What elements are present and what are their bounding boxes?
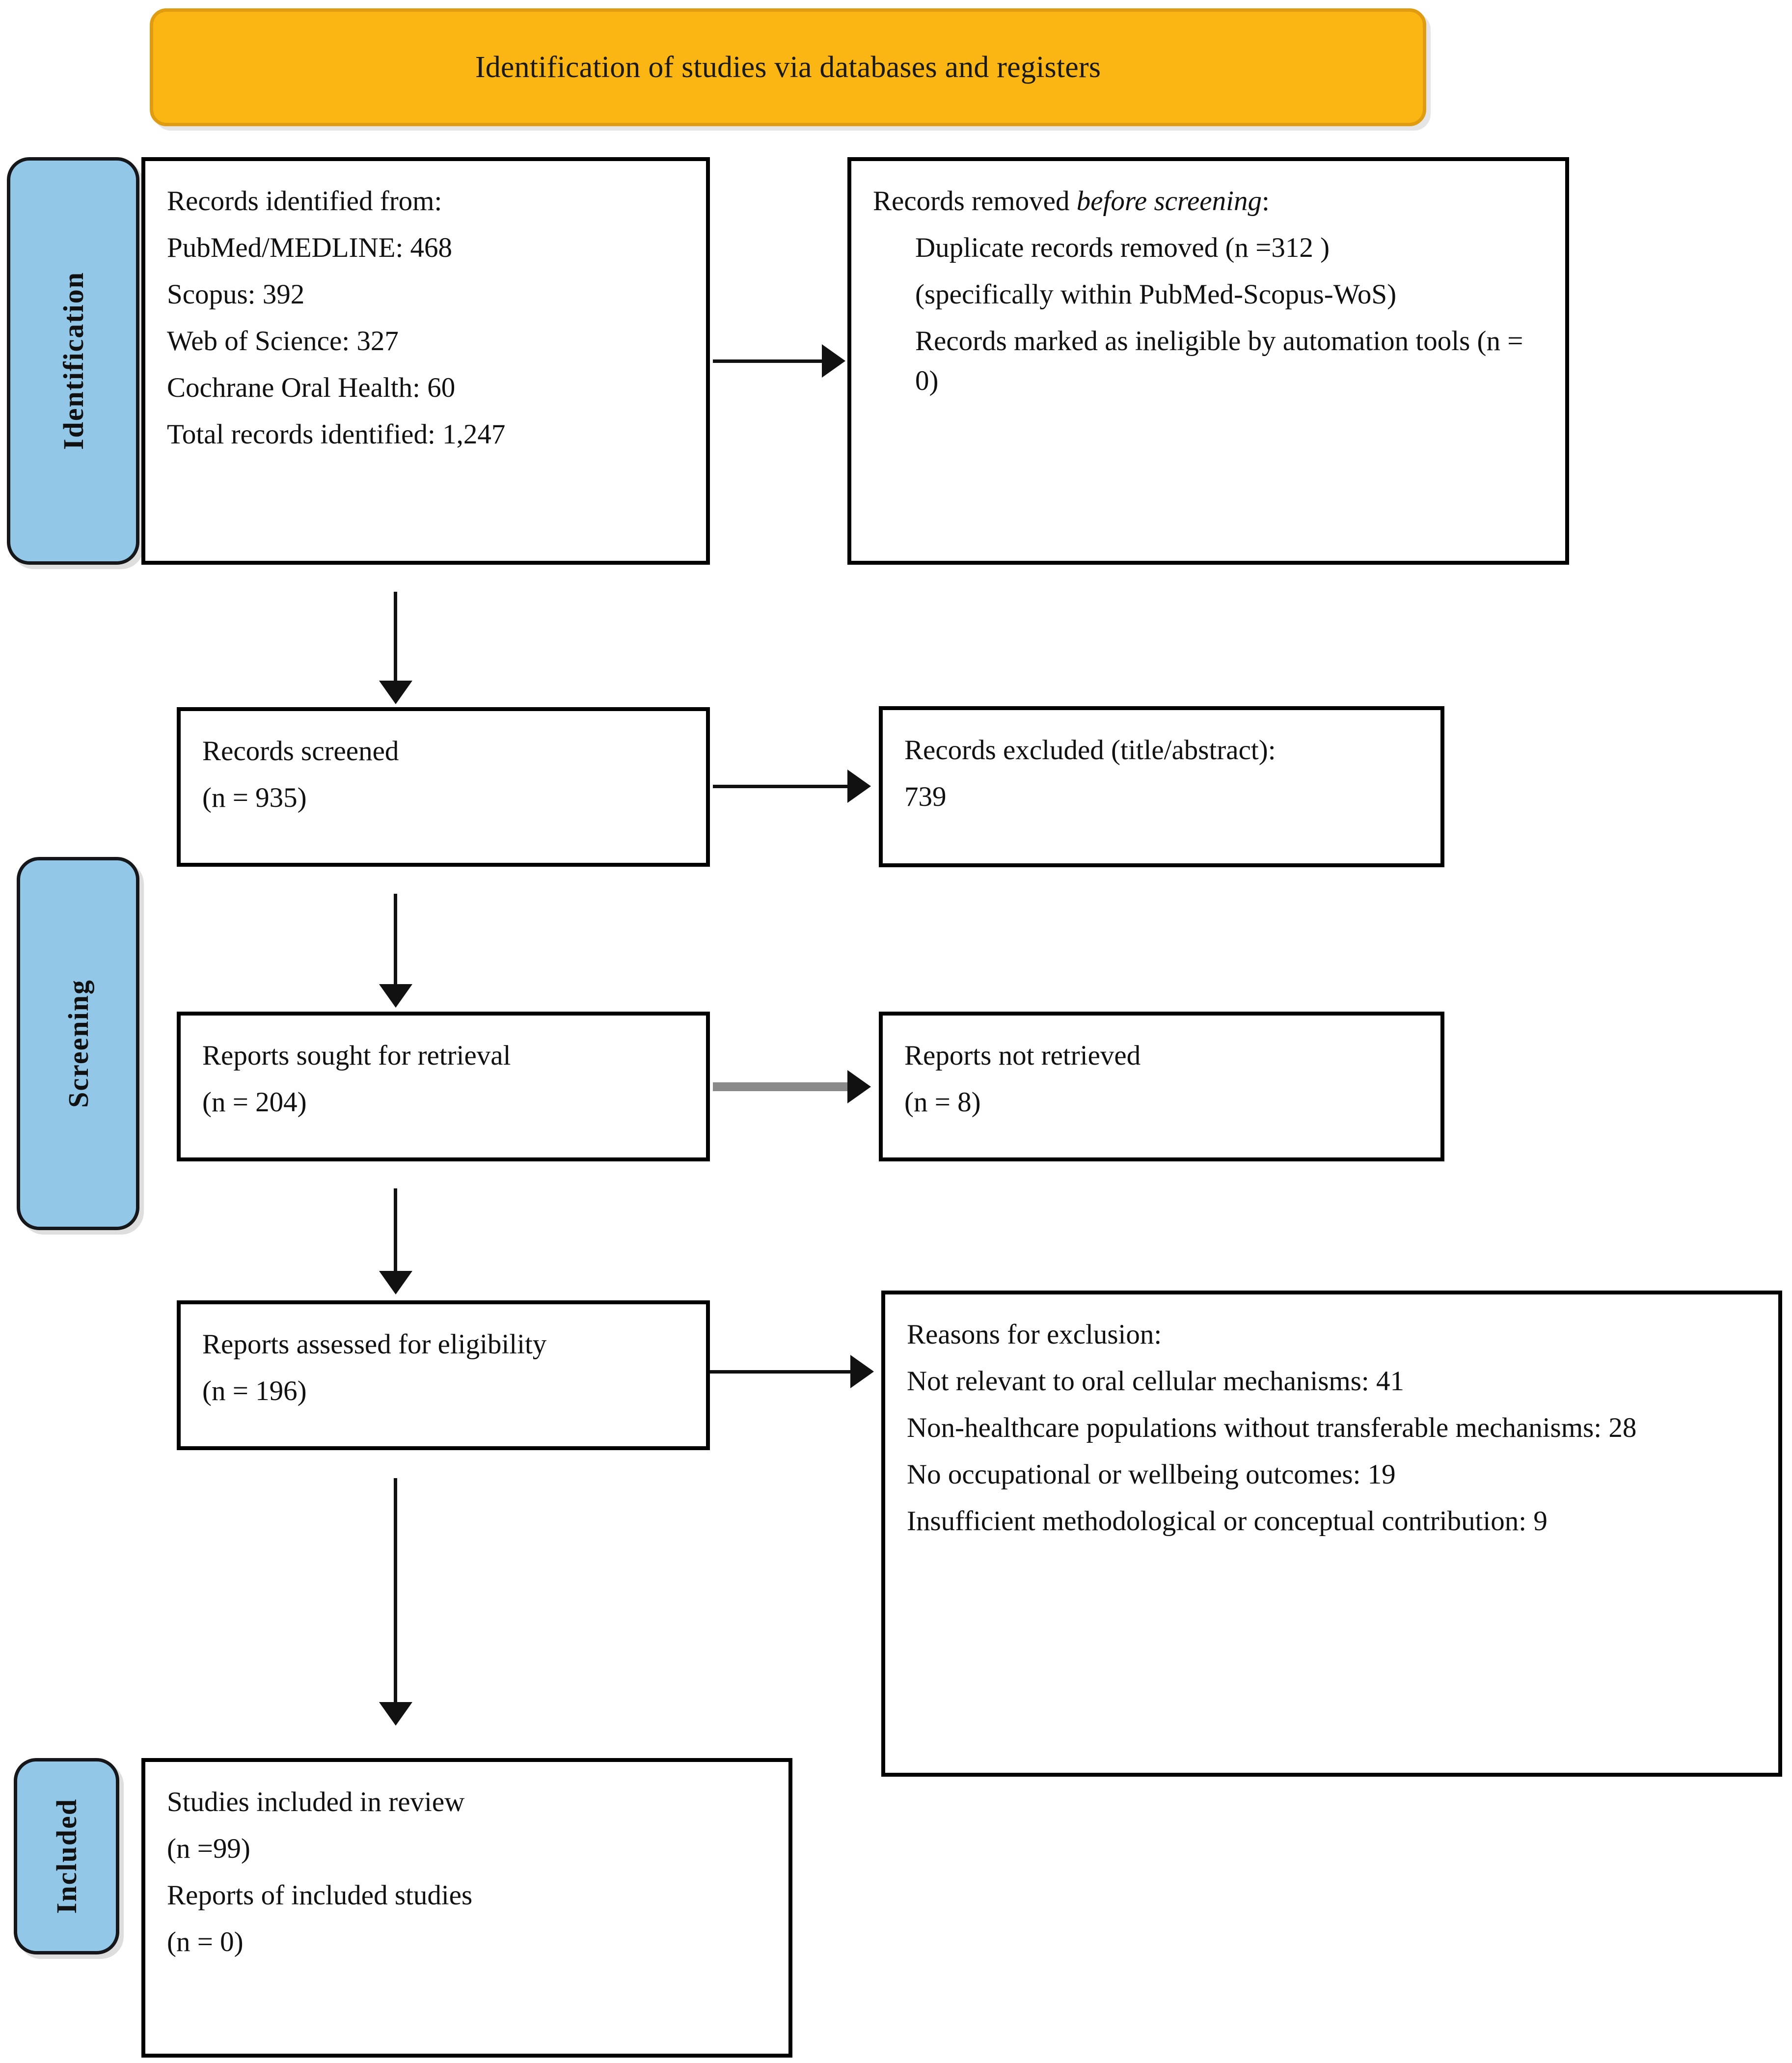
box-records-identified: Records identified from: PubMed/MEDLINE:… bbox=[141, 157, 710, 565]
reports-assessed-label: Reports assessed for eligibility bbox=[202, 1329, 547, 1360]
arrow-screened-to-excluded-head bbox=[847, 770, 871, 803]
records-identified-scopus: Scopus: 392 bbox=[167, 278, 305, 310]
box-reports-assessed: Reports assessed for eligibility (n = 19… bbox=[177, 1300, 710, 1450]
records-identified-pubmed: PubMed/MEDLINE: 468 bbox=[167, 232, 453, 263]
records-removed-heading-italic: before screening bbox=[1076, 186, 1262, 217]
arrow-assessed-to-included-head bbox=[379, 1702, 412, 1726]
arrow-screened-to-sought-shaft bbox=[394, 894, 397, 987]
identification-banner: Identification of studies via databases … bbox=[150, 8, 1426, 126]
records-removed-heading-prefix: Records removed bbox=[873, 186, 1077, 217]
records-excluded-count: 739 bbox=[904, 781, 947, 812]
banner-title: Identification of studies via databases … bbox=[475, 50, 1101, 84]
records-removed-sources: (specifically within PubMed-Scopus-WoS) bbox=[915, 278, 1397, 310]
reports-not-retrieved-label: Reports not retrieved bbox=[904, 1040, 1141, 1071]
phase-identification-text: Identification bbox=[57, 272, 89, 450]
arrow-screened-to-sought-head bbox=[379, 984, 412, 1008]
box-reports-sought: Reports sought for retrieval (n = 204) bbox=[177, 1012, 710, 1161]
records-excluded-label: Records excluded (title/abstract): bbox=[904, 735, 1276, 766]
studies-included-count: (n =99) bbox=[167, 1833, 250, 1864]
arrow-assessed-to-included-shaft bbox=[394, 1478, 397, 1704]
phase-included-text: Included bbox=[51, 1798, 82, 1914]
arrow-identified-to-removed-head bbox=[822, 344, 845, 378]
box-records-screened: Records screened (n = 935) bbox=[177, 707, 710, 867]
reports-included-count: (n = 0) bbox=[167, 1926, 244, 1957]
box-studies-included: Studies included in review (n =99) Repor… bbox=[141, 1758, 792, 2058]
arrow-sought-to-not-retrieved-shaft bbox=[713, 1082, 847, 1091]
reason-insufficient-methodology: Insufficient methodological or conceptua… bbox=[907, 1505, 1548, 1537]
phase-label-identification: Identification bbox=[7, 157, 139, 565]
records-identified-total: Total records identified: 1,247 bbox=[167, 418, 506, 450]
records-screened-count: (n = 935) bbox=[202, 782, 307, 813]
records-identified-wos: Web of Science: 327 bbox=[167, 325, 399, 357]
arrow-assessed-to-reasons-shaft bbox=[710, 1370, 850, 1374]
reason-no-outcomes: No occupational or wellbeing outcomes: 1… bbox=[907, 1458, 1396, 1490]
arrow-identified-to-screened-shaft bbox=[394, 592, 397, 685]
records-removed-duplicates: Duplicate records removed (n =312 ) bbox=[915, 232, 1330, 263]
reason-not-relevant: Not relevant to oral cellular mechanisms… bbox=[907, 1365, 1405, 1397]
records-removed-heading: Records removed before screening: bbox=[873, 182, 1544, 221]
box-records-removed: Records removed before screening: Duplic… bbox=[847, 157, 1569, 565]
records-identified-heading: Records identified from: bbox=[167, 186, 442, 217]
reports-not-retrieved-count: (n = 8) bbox=[904, 1086, 981, 1118]
arrow-sought-to-not-retrieved-head bbox=[847, 1070, 871, 1103]
arrow-assessed-to-reasons-head bbox=[850, 1355, 874, 1388]
arrow-identified-to-screened-head bbox=[379, 681, 412, 704]
reports-assessed-count: (n = 196) bbox=[202, 1375, 307, 1406]
reason-non-healthcare: Non-healthcare populations without trans… bbox=[907, 1412, 1637, 1443]
phase-label-included: Included bbox=[14, 1758, 119, 1954]
reports-sought-label: Reports sought for retrieval bbox=[202, 1040, 511, 1071]
studies-included-label: Studies included in review bbox=[167, 1787, 465, 1817]
records-removed-heading-suffix: : bbox=[1261, 186, 1270, 217]
reports-sought-count: (n = 204) bbox=[202, 1086, 307, 1118]
records-screened-label: Records screened bbox=[202, 736, 399, 767]
box-reasons-for-exclusion: Reasons for exclusion: Not relevant to o… bbox=[881, 1291, 1782, 1777]
arrow-screened-to-excluded-shaft bbox=[713, 785, 847, 788]
reasons-heading: Reasons for exclusion: bbox=[907, 1319, 1162, 1350]
records-identified-cochrane: Cochrane Oral Health: 60 bbox=[167, 372, 456, 403]
box-reports-not-retrieved: Reports not retrieved (n = 8) bbox=[879, 1012, 1444, 1161]
arrow-identified-to-removed-shaft bbox=[713, 359, 822, 363]
phase-label-screening: Screening bbox=[17, 857, 139, 1230]
records-removed-automation: Records marked as ineligible by automati… bbox=[915, 325, 1523, 396]
arrow-sought-to-assessed-head bbox=[379, 1271, 412, 1294]
phase-screening-text: Screening bbox=[62, 979, 94, 1108]
reports-included-label: Reports of included studies bbox=[167, 1879, 473, 1911]
arrow-sought-to-assessed-shaft bbox=[394, 1188, 397, 1273]
box-records-excluded: Records excluded (title/abstract): 739 bbox=[879, 706, 1444, 867]
